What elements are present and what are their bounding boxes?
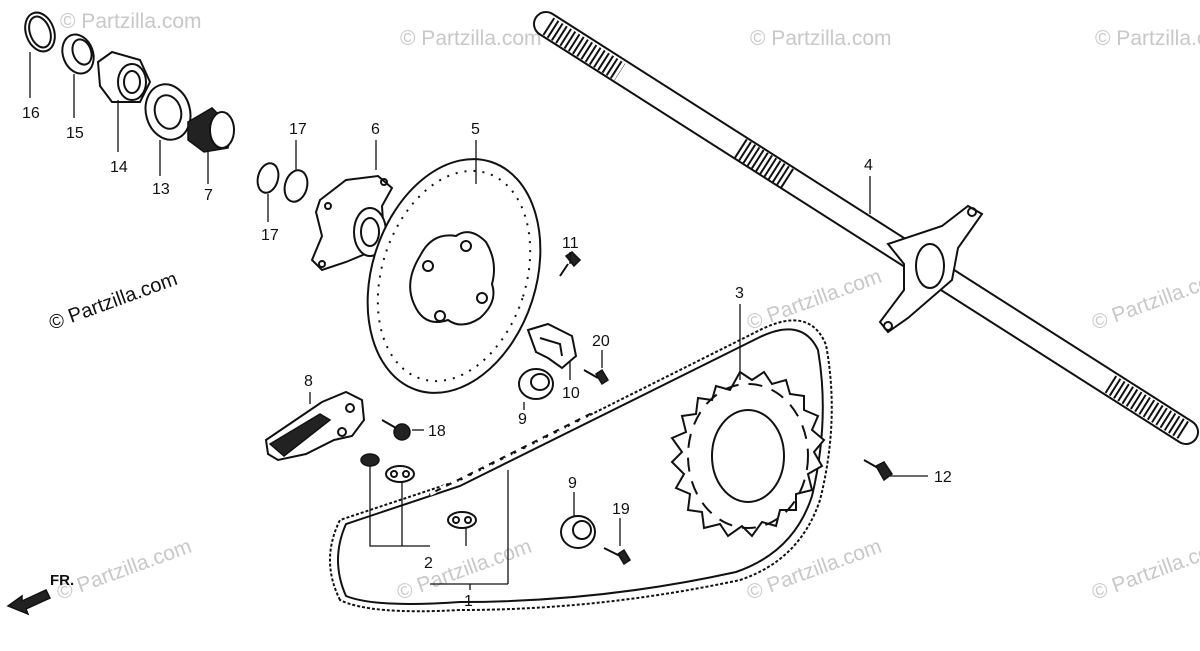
callout-14: 14 [110,159,128,176]
driven-sprocket-3[interactable] [670,370,826,538]
callout-13: 13 [152,181,170,198]
watermark: © Partzilla.com [1095,27,1200,50]
callout-8: 8 [304,373,313,390]
chain-roller-9-upper[interactable] [518,368,554,400]
watermark: © Partzilla.com [1089,265,1200,335]
callout-15: 15 [66,125,84,142]
chain-guide-10[interactable] [526,322,578,370]
bolt-19[interactable] [603,547,632,566]
master-link-2[interactable] [360,453,477,529]
callout-16: 16 [22,105,40,122]
watermark: © Partzilla.com [54,535,195,605]
watermark: © Partzilla.com [400,27,542,50]
callout-20: 20 [592,333,610,350]
callout-19: 19 [612,501,630,518]
callout-3: 3 [735,285,744,302]
watermark: © Partzilla.com [744,265,885,335]
bolt-20[interactable] [583,368,610,386]
watermark: © Partzilla.com [750,27,892,50]
callout-10: 10 [562,385,580,402]
front-direction-arrow: FR. [6,572,74,616]
o-ring-17-upper[interactable] [281,168,311,205]
drive-chain-1[interactable] [329,319,833,613]
snap-ring-16[interactable] [20,8,60,55]
callout-2: 2 [424,555,433,572]
callouts: 16 15 14 13 7 17 17 6 5 4 3 11 20 10 9 8… [22,105,952,610]
rear-axle-4[interactable] [533,11,1199,445]
collar-7[interactable] [187,107,235,153]
callout-9-lower: 9 [568,475,577,492]
callout-7: 7 [204,187,213,204]
front-label: FR. [50,572,74,589]
brake-disk-5[interactable] [339,137,569,416]
copyright-credit: © Partzilla.com [46,268,180,335]
chain-roller-9-lower[interactable] [560,515,596,549]
callout-17-upper: 17 [289,121,307,138]
oil-seal-15[interactable] [57,30,99,78]
washer-13[interactable] [140,79,197,144]
o-ring-17-lower[interactable] [254,161,281,195]
callout-11: 11 [562,235,579,252]
callout-9-upper: 9 [518,411,527,428]
callout-5: 5 [471,121,480,138]
callout-6: 6 [371,121,380,138]
chain-slider-8[interactable] [264,390,366,462]
bolt-12[interactable] [863,459,894,482]
callout-1: 1 [464,593,473,610]
lock-nut-14[interactable] [96,50,152,103]
callout-18: 18 [428,423,446,440]
callout-12: 12 [934,469,952,486]
callout-17-lower: 17 [261,227,279,244]
callout-4: 4 [864,157,873,174]
watermark: © Partzilla.com [1089,535,1200,605]
bolt-18[interactable] [381,419,411,441]
watermark: © Partzilla.com [60,10,202,33]
leader-lines [29,52,928,590]
